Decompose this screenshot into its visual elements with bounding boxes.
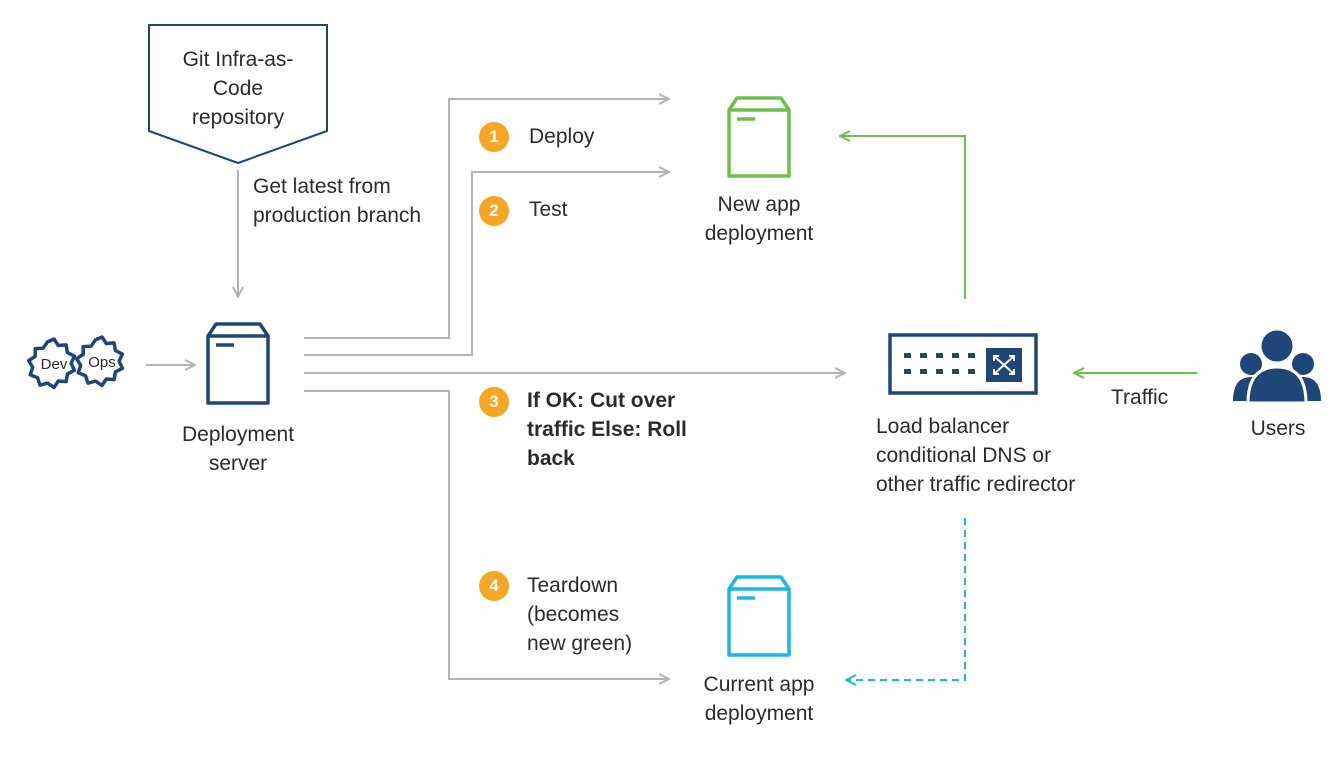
- new-app-server-icon: [727, 96, 791, 178]
- load-balancer-icon: [888, 333, 1038, 395]
- repository-label: Git Infra-as- Code repository: [182, 48, 294, 129]
- step-4-label: Teardown (becomes new green): [527, 574, 633, 655]
- arrow-deploy: [304, 99, 669, 339]
- arrow-lb-to-new-app: [840, 136, 966, 299]
- step-3-label: If OK: Cut over traffic Else: Roll back: [527, 389, 687, 470]
- ops-gear-icon: [74, 335, 125, 388]
- new-app-label: New app deployment: [704, 193, 814, 245]
- repository-shape: [148, 24, 328, 165]
- step-4-badge: 4: [479, 571, 509, 601]
- current-app-label: Current app deployment: [703, 673, 815, 725]
- deployment-server-icon: [206, 322, 270, 405]
- arrow-teardown: [304, 390, 669, 679]
- load-balancer-label: Load balancer conditional DNS or other t…: [876, 415, 1076, 496]
- deployment-server-label: Deployment server: [181, 423, 295, 475]
- dev-gear-icon: [26, 337, 77, 390]
- users-icon: [1233, 327, 1321, 405]
- ops-label: Ops: [88, 354, 116, 371]
- devops-gears-icon: [26, 335, 125, 390]
- current-app-server-icon: [727, 575, 791, 657]
- get-latest-label: Get latest from production branch: [253, 175, 422, 227]
- traffic-label: Traffic: [1111, 386, 1169, 409]
- step-1-label: Deploy: [529, 125, 595, 148]
- step-2-label: Test: [529, 198, 568, 221]
- step-3-badge: 3: [479, 387, 509, 417]
- arrow-lb-to-current-app: [846, 518, 966, 680]
- users-label: Users: [1250, 417, 1306, 440]
- arrow-test: [304, 172, 669, 356]
- step-1-badge: 1: [479, 122, 509, 152]
- dev-label: Dev: [40, 356, 68, 373]
- step-2-badge: 2: [479, 196, 509, 226]
